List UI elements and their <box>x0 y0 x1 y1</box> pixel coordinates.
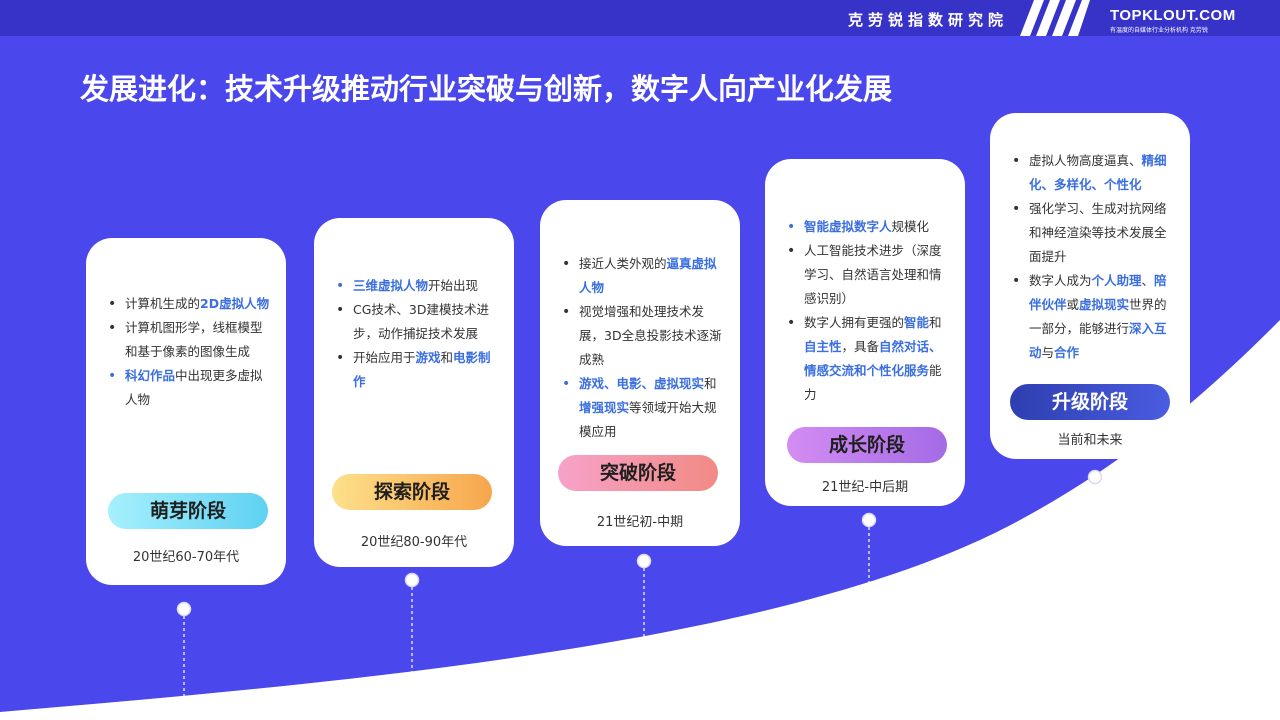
list-item: 科幻作品中出现更多虚拟人物 <box>108 364 272 412</box>
list-item: 计算机生成的2D虚拟人物 <box>108 292 272 316</box>
list-item: CG技术、3D建模技术进步，动作捕捉技术发展 <box>336 298 500 346</box>
stage-label: 突破阶段 <box>558 455 718 491</box>
brand-logo: TOPKLOUT.COM <box>1110 7 1236 24</box>
list-item: 视觉增强和处理技术发展，3D全息投影技术逐渐成熟 <box>562 300 726 372</box>
stage-points: 接近人类外观的逼真虚拟人物 视觉增强和处理技术发展，3D全息投影技术逐渐成熟 游… <box>562 252 726 444</box>
list-item: 开始应用于游戏和电影制作 <box>336 346 500 394</box>
list-item: 接近人类外观的逼真虚拟人物 <box>562 252 726 300</box>
stage-label: 萌芽阶段 <box>108 493 268 529</box>
stage-points: 智能虚拟数字人规模化 人工智能技术进步（深度学习、自然语言处理和情感识别） 数字… <box>787 215 951 407</box>
stage-card-upgrade: 虚拟人物高度逼真、精细化、多样化、个性化 强化学习、生成对抗网络和神经渲染等技术… <box>990 113 1190 459</box>
stage-label: 升级阶段 <box>1010 384 1170 420</box>
list-item: 游戏、电影、虚拟现实和增强现实等领域开始大规模应用 <box>562 372 726 444</box>
list-item: 数字人拥有更强的智能和自主性，具备自然对话、情感交流和个性化服务能力 <box>787 311 951 407</box>
stage-period: 20世纪80-90年代 <box>360 535 468 550</box>
brand-stripes-icon <box>1020 0 1090 36</box>
list-item: 虚拟人物高度逼真、精细化、多样化、个性化 <box>1012 149 1176 197</box>
list-item: 人工智能技术进步（深度学习、自然语言处理和情感识别） <box>787 239 951 311</box>
list-item: 强化学习、生成对抗网络和神经渲染等技术发展全面提升 <box>1012 197 1176 269</box>
stage-points: 计算机生成的2D虚拟人物 计算机图形学，线框模型和基于像素的图像生成 科幻作品中… <box>108 292 272 412</box>
stage-label: 成长阶段 <box>787 427 947 463</box>
list-item: 计算机图形学，线框模型和基于像素的图像生成 <box>108 316 272 364</box>
header-bar: 克劳锐指数研究院 TOPKLOUT.COM 有温度的自媒体行业分析机构 克劳锐 <box>0 0 1280 36</box>
list-item: 智能虚拟数字人规模化 <box>787 215 951 239</box>
stage-points: 三维虚拟人物开始出现 CG技术、3D建模技术进步，动作捕捉技术发展 开始应用于游… <box>336 274 500 394</box>
stage-card-explore: 三维虚拟人物开始出现 CG技术、3D建模技术进步，动作捕捉技术发展 开始应用于游… <box>314 218 514 567</box>
stage-card-growth: 智能虚拟数字人规模化 人工智能技术进步（深度学习、自然语言处理和情感识别） 数字… <box>765 159 965 506</box>
stage-label: 探索阶段 <box>332 474 492 510</box>
stage-card-breakthrough: 接近人类外观的逼真虚拟人物 视觉增强和处理技术发展，3D全息投影技术逐渐成熟 游… <box>540 200 740 546</box>
stage-period: 21世纪-中后期 <box>821 480 909 495</box>
stage-card-sprout: 计算机生成的2D虚拟人物 计算机图形学，线框模型和基于像素的图像生成 科幻作品中… <box>86 238 286 585</box>
list-item: 数字人成为个人助理、陪伴伙伴或虚拟现实世界的一部分，能够进行深入互动与合作 <box>1012 269 1176 365</box>
stage-period: 当前和未来 <box>1057 433 1123 448</box>
stage-period: 20世纪60-70年代 <box>132 550 240 565</box>
stage-points: 虚拟人物高度逼真、精细化、多样化、个性化 强化学习、生成对抗网络和神经渲染等技术… <box>1012 149 1176 365</box>
institute-name: 克劳锐指数研究院 <box>847 11 1008 29</box>
page-title: 发展进化：技术升级推动行业突破与创新，数字人向产业化发展 <box>80 72 893 106</box>
brand-tagline: 有温度的自媒体行业分析机构 克劳锐 <box>1110 27 1208 34</box>
list-item: 三维虚拟人物开始出现 <box>336 274 500 298</box>
stage-period: 21世纪初-中期 <box>596 515 684 530</box>
